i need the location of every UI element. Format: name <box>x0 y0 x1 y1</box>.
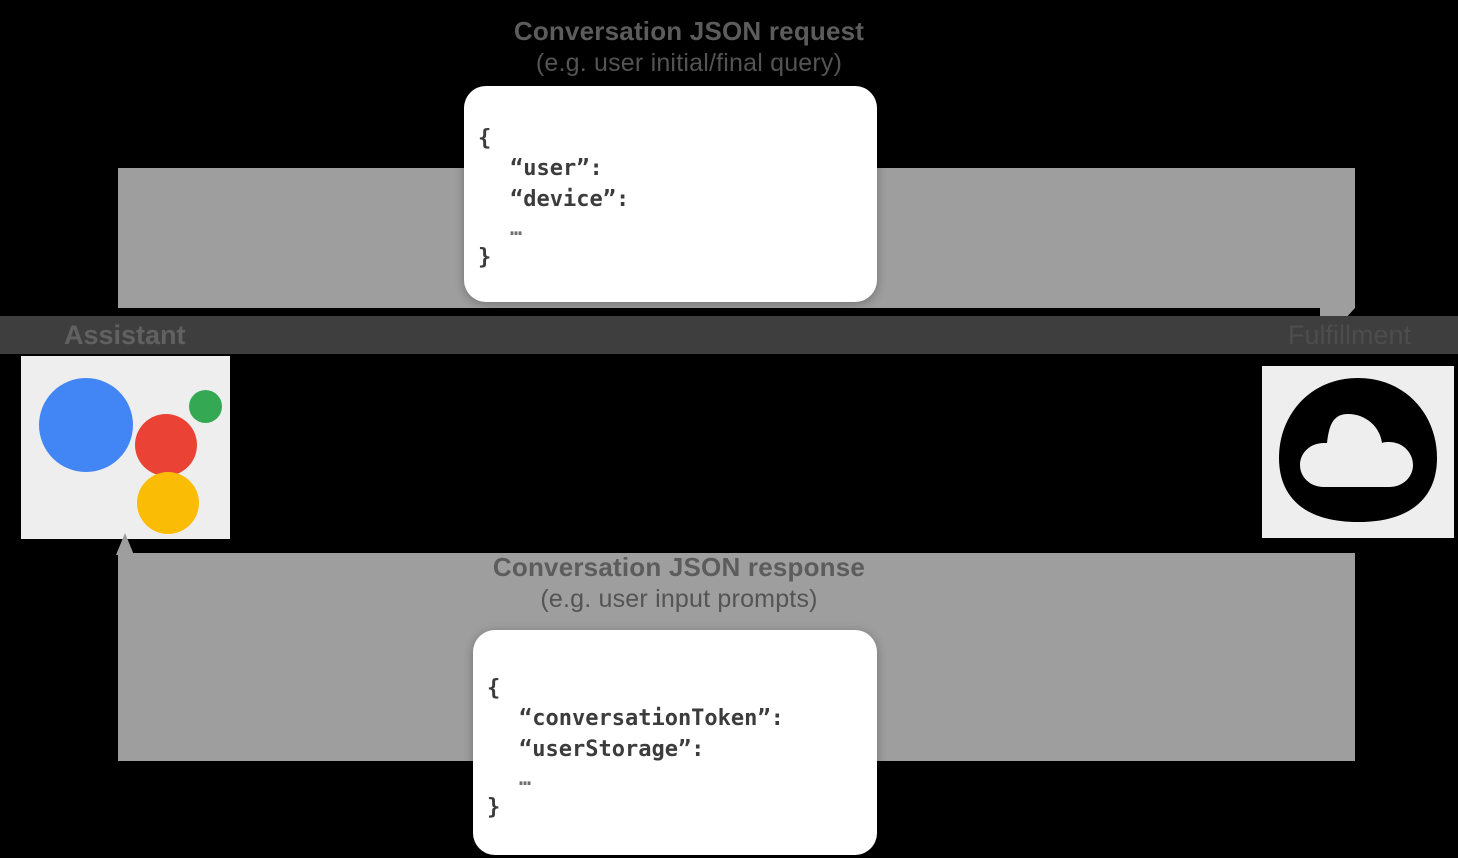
caption-request: Conversation JSON request (e.g. user ini… <box>389 16 989 78</box>
assistant-yellow-dot-icon <box>137 472 199 534</box>
assistant-blue-dot-icon <box>39 378 133 472</box>
json-close-brace: } <box>478 244 492 270</box>
json-ellipsis: … <box>510 216 523 241</box>
json-field-user: “user”: <box>510 156 603 182</box>
cloud-icon <box>1262 366 1454 538</box>
cloud-glyph-icon <box>1279 378 1437 522</box>
json-ellipsis: … <box>519 766 532 791</box>
caption-request-line2: (e.g. user initial/final query) <box>535 48 843 77</box>
json-card-request: { “user”: “device”: … } <box>464 86 877 302</box>
json-open-brace: { <box>487 676 501 701</box>
node-label-fulfillment: Fulfillment <box>1288 320 1412 350</box>
json-field-device: “device”: <box>510 186 630 212</box>
assistant-green-dot-icon <box>189 390 222 423</box>
json-field-user-storage: “userStorage”: <box>519 736 705 762</box>
assistant-red-dot-icon <box>135 414 197 476</box>
flow-arrow-response-head <box>116 533 134 555</box>
caption-response-line1: Conversation JSON response <box>492 552 866 582</box>
json-close-brace: } <box>487 794 501 820</box>
caption-response-line2: (e.g. user input prompts) <box>540 584 818 613</box>
json-field-conversation-token: “conversationToken”: <box>519 706 784 732</box>
caption-request-line1: Conversation JSON request <box>513 16 865 46</box>
mid-divider-strip <box>0 316 1458 354</box>
json-card-response: { “conversationToken”: “userStorage”: … … <box>473 630 877 855</box>
caption-response: Conversation JSON response (e.g. user in… <box>379 552 979 614</box>
json-open-brace: { <box>478 126 492 151</box>
node-label-assistant: Assistant <box>64 320 186 350</box>
google-assistant-icon <box>21 356 230 539</box>
